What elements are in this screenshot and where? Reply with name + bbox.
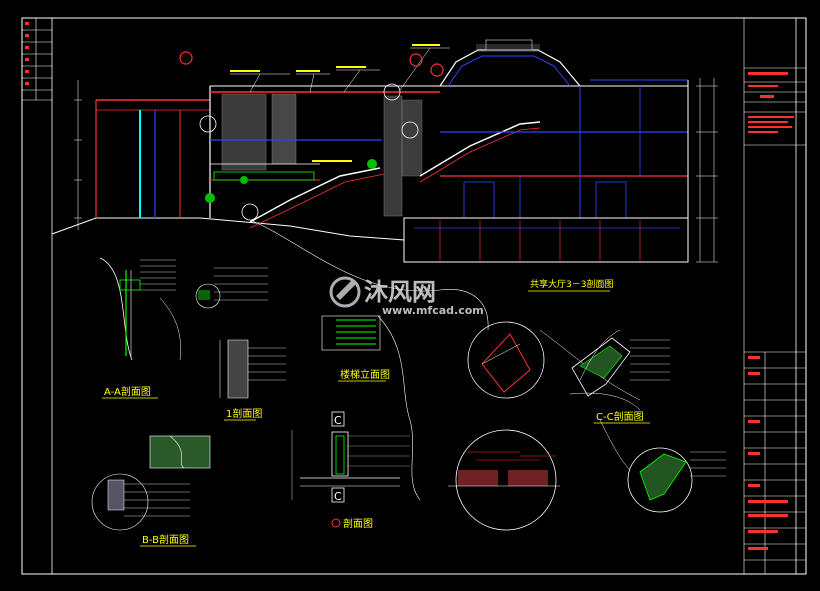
main-section-elevation (51, 39, 718, 263)
main-section-title: 共享大厅3－3剖面图 (530, 278, 613, 290)
elevation-dimension-stack (696, 78, 718, 263)
plant-symbol-b (367, 159, 377, 169)
skylight (485, 39, 533, 51)
view-label-c-c: C-C剖面图 (596, 410, 644, 423)
detail-b-b (91, 435, 211, 531)
ground-line (51, 217, 688, 263)
red-marker-1 (179, 51, 193, 65)
left-title-strip (22, 18, 52, 101)
view-label-stair-elevation: 楼梯立面图 (340, 368, 390, 381)
title-block (743, 18, 806, 574)
detail-leader-curve (249, 219, 489, 331)
section-mark-bottom: C (334, 490, 342, 503)
detail-1 (219, 339, 286, 399)
watermark-logo (329, 276, 361, 308)
callout-circle-4 (241, 203, 259, 221)
hatched-wall-right (383, 95, 403, 217)
detail-circle-lower (448, 429, 560, 531)
title-block-text-marks (748, 72, 794, 550)
callout-circle-2 (383, 83, 401, 101)
view-label-b-b: B-B剖面图 (142, 533, 189, 546)
section-mark-top: C (334, 414, 342, 427)
detail-a-a (99, 257, 268, 361)
callout-circle-1 (199, 115, 217, 133)
drawing-frame (51, 17, 797, 575)
view-label-1: 1剖面图 (226, 407, 262, 420)
detail-circle-upper (467, 321, 545, 399)
callout-circle-3 (401, 121, 419, 139)
escalator-upper (419, 121, 541, 177)
detail-c-c (569, 329, 670, 411)
watermark-url: www.mfcad.com (382, 304, 484, 317)
basement (403, 217, 689, 263)
hatched-wall-mid (271, 93, 297, 165)
stair-elevation-detail (321, 315, 421, 501)
escalator-lower (249, 167, 381, 223)
red-marker-2 (430, 63, 444, 77)
left-strip-marks (25, 22, 29, 85)
plant-symbol-a (205, 193, 215, 203)
view-label-section: 剖面图 (343, 517, 373, 530)
watermark-brand: 沐风网 (364, 278, 436, 306)
detail-circle-right (627, 447, 726, 513)
section-c-detail: C C (291, 411, 410, 503)
view-label-a-a: A-A剖面图 (104, 385, 151, 398)
hatched-wall-left (221, 93, 267, 171)
red-marker-3 (409, 53, 423, 67)
